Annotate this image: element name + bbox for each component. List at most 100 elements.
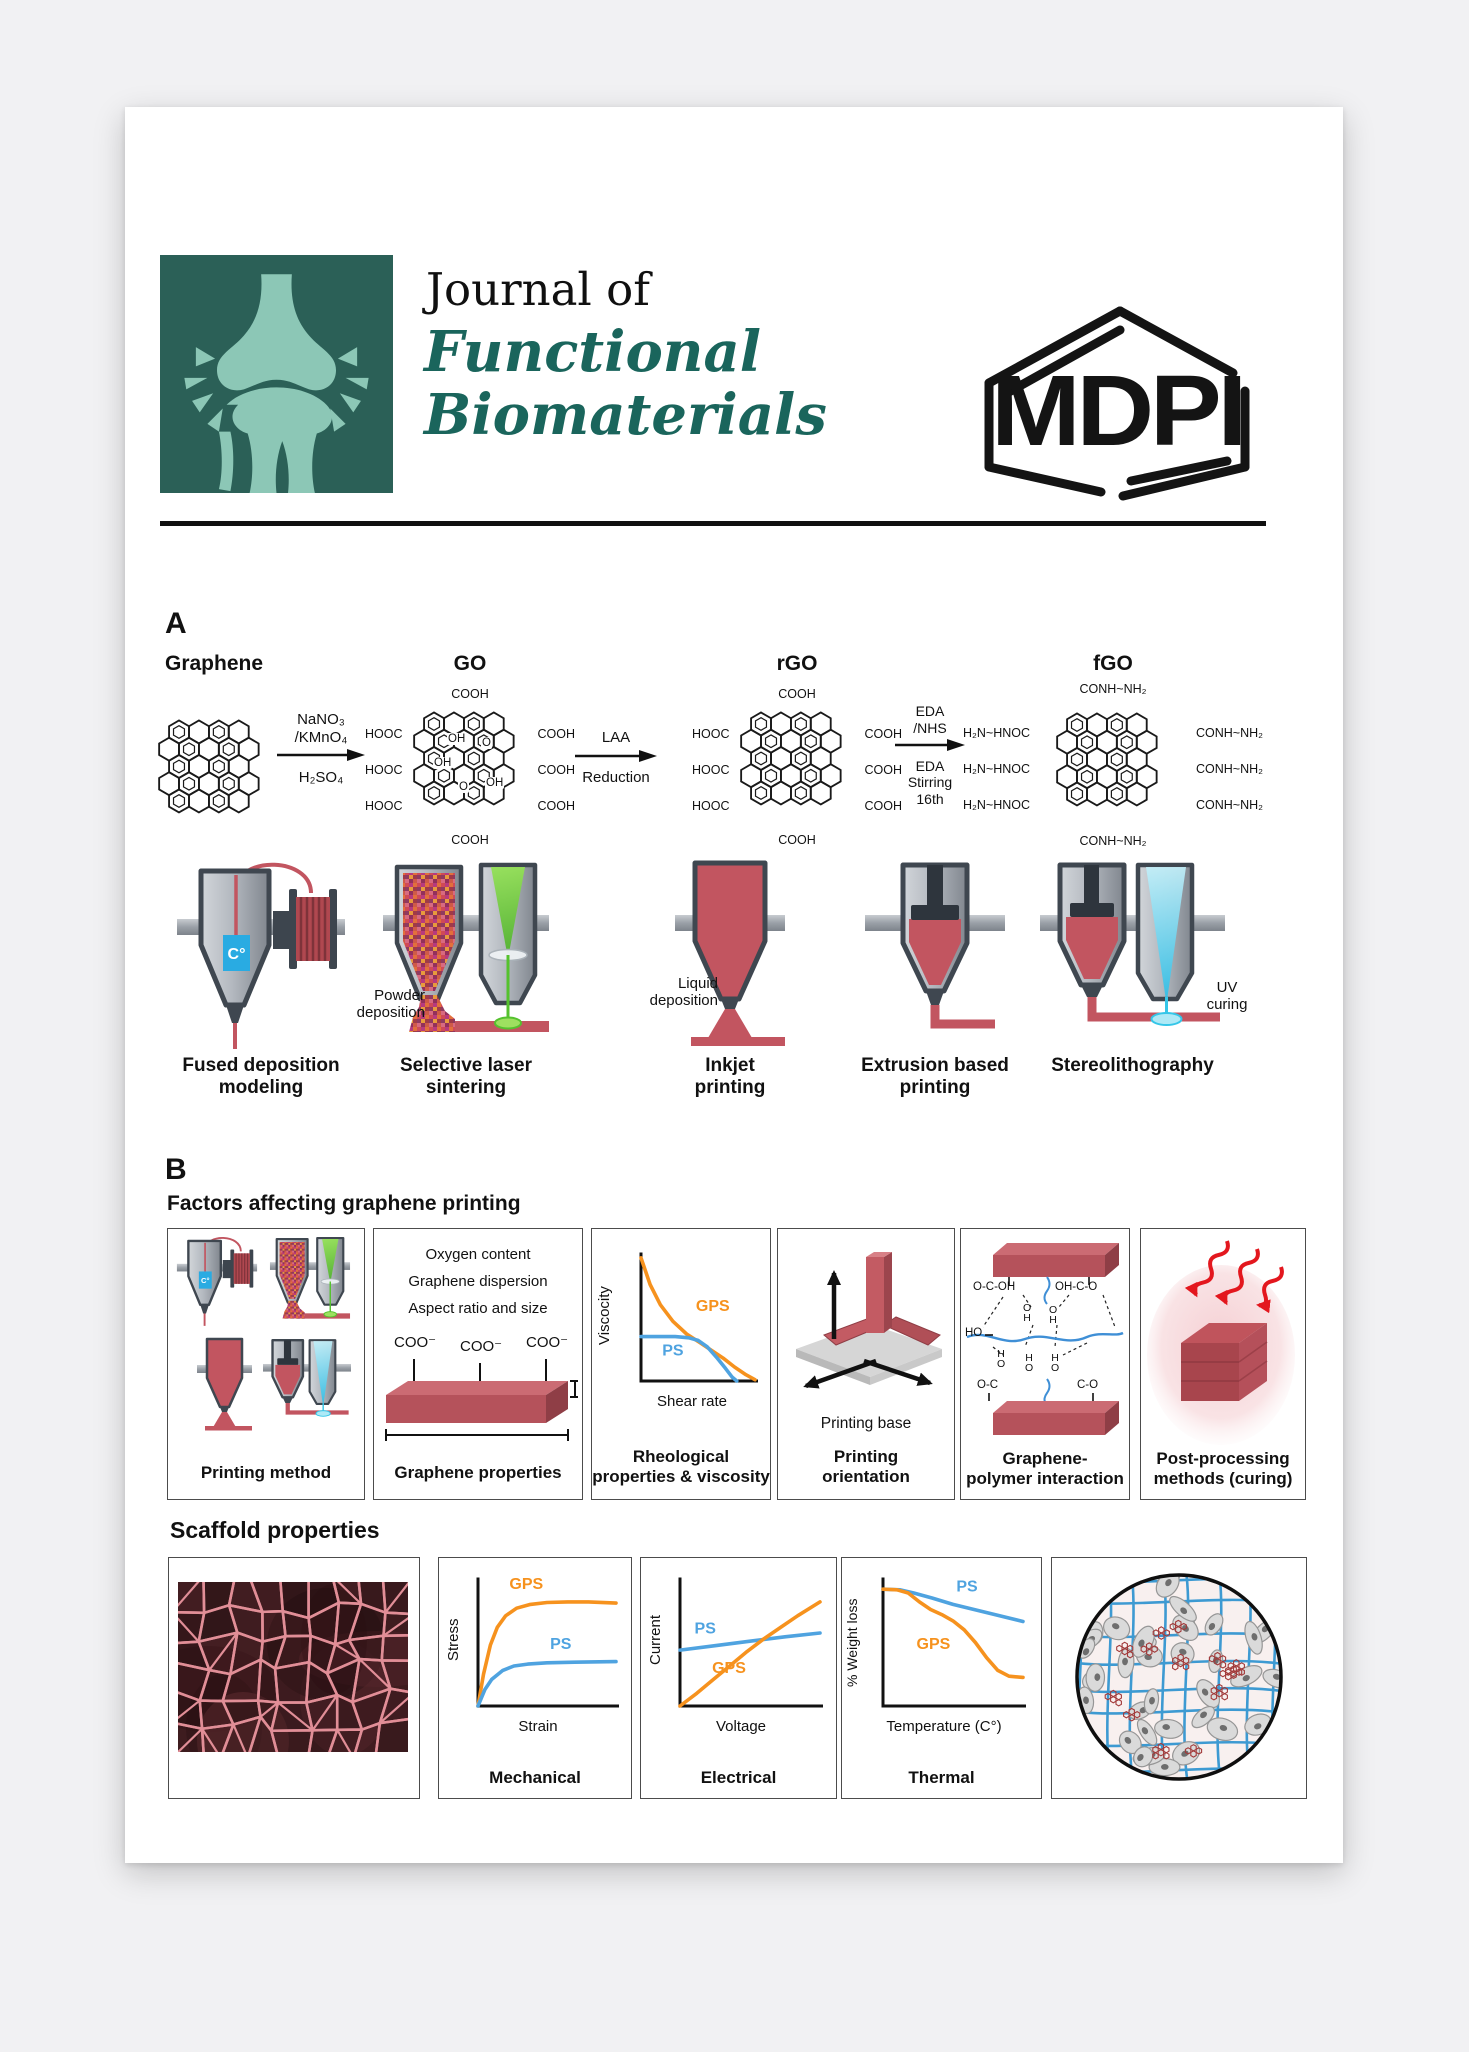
journal-logo	[160, 255, 393, 493]
functional-group: COOH	[537, 727, 576, 741]
reagent: NaNO₃	[297, 711, 345, 728]
functional-group: H₂N~HNOC	[963, 798, 1031, 812]
porous-scaffold-image	[178, 1582, 408, 1752]
functional-group: COOH	[451, 833, 489, 847]
functional-group: O	[481, 737, 492, 749]
functional-group: OH	[447, 733, 467, 745]
curing-diagram	[1147, 1240, 1295, 1445]
molecule-name-fgo: fGO	[1093, 652, 1133, 675]
molecule-rgo: COOH HOOC HOOC HOOC COOH COOH COOH COOH	[692, 687, 902, 859]
mdpi-wordmark: MDPI	[991, 355, 1243, 467]
functional-group: CONH~NH₂	[1079, 682, 1147, 696]
molecule-name-go: GO	[453, 652, 487, 675]
functional-group: HOOC	[365, 727, 403, 741]
functional-group: O	[458, 781, 469, 793]
functional-group: HOOC	[365, 799, 403, 813]
interaction-diagram	[966, 1243, 1124, 1435]
reagent: Stirring	[907, 774, 953, 791]
functional-group: OH	[485, 777, 505, 789]
chem-group: HO	[965, 1327, 983, 1339]
reagent: /KMnO₄	[294, 728, 348, 746]
thermal-chart: PS GPS	[881, 1577, 1026, 1708]
coo-group: COO⁻	[394, 1334, 437, 1351]
mechanical-ylabel: Stress	[445, 1618, 462, 1662]
functional-group: COOH	[451, 687, 489, 701]
reagent: 16th	[916, 790, 944, 807]
molecule-fgo: CONH~NH₂ H₂N~HNOC H₂N~HNOC H₂N~HNOC CONH…	[963, 682, 1263, 864]
functional-group: H₂N~HNOC	[963, 726, 1031, 740]
functional-group: COOH	[864, 799, 903, 813]
svg-text:PS: PS	[956, 1579, 978, 1596]
functional-group: COOH	[537, 799, 576, 813]
orientation-diagram	[796, 1252, 942, 1389]
functional-group: CONH~NH₂	[1079, 834, 1147, 848]
molecule-name-rgo: rGO	[776, 652, 818, 675]
molecule-name-graphene: Graphene	[164, 652, 264, 675]
thermal-ylabel: % Weight loss	[844, 1598, 860, 1688]
reagent: LAA	[601, 729, 631, 746]
arrow-right-icon	[895, 739, 965, 752]
journal-name-line1: Functional	[424, 319, 762, 385]
svg-text:GPS: GPS	[509, 1576, 543, 1593]
chem-group: C-O	[1077, 1379, 1099, 1391]
arrow-right-icon	[277, 749, 365, 762]
functional-group: OH	[433, 757, 453, 769]
panel-a-label: A	[165, 607, 187, 640]
functional-group: H₂N~HNOC	[963, 762, 1031, 776]
scaffold-box-cells	[1051, 1557, 1307, 1799]
panel-b-label: B	[165, 1153, 187, 1186]
svg-text:GPS: GPS	[712, 1660, 746, 1677]
factors-title: Factors affecting graphene printing	[167, 1192, 521, 1215]
factor-box-printing-method: Printing method	[167, 1228, 365, 1500]
graphene-lattice	[158, 719, 260, 814]
reaction-3: EDA /NHS EDA Stirring 16th	[893, 703, 967, 807]
electrical-ylabel: Current	[647, 1614, 664, 1666]
knee-joint-icon	[184, 274, 369, 493]
mini-printers-grid	[175, 1236, 351, 1432]
functional-group: COOH	[537, 763, 576, 777]
functional-group: CONH~NH₂	[1195, 762, 1263, 776]
functional-group: COOH	[778, 687, 816, 701]
fdm-printer-illustration	[173, 859, 349, 1051]
reagent: Reduction	[582, 769, 650, 787]
mdpi-logo: MDPI	[984, 306, 1250, 501]
svg-text:PS: PS	[695, 1621, 717, 1638]
coo-group: COO⁻	[460, 1338, 503, 1355]
fgo-lattice	[1056, 712, 1158, 807]
functional-group: CONH~NH₂	[1195, 798, 1263, 812]
rheology-ylabel: Viscocity	[596, 1286, 613, 1346]
journal-figure-page: Journal of Functional Biomaterials MDPI …	[125, 107, 1343, 1863]
chem-group: O-C	[977, 1379, 999, 1391]
factor-box-graphene-properties: Oxygen content Graphene dispersion Aspec…	[373, 1228, 583, 1500]
printer-label-sla: Stereolithography	[1051, 1055, 1214, 1076]
rgo-lattice	[740, 711, 842, 806]
graphene-property-list: Oxygen content Graphene dispersion Aspec…	[408, 1246, 548, 1317]
molecule-go: COOH HOOC HOOC HOOC COOH COOH COOH COOH …	[365, 687, 575, 859]
electrical-xlabel: Voltage	[715, 1718, 767, 1735]
functional-group: HOOC	[692, 727, 730, 741]
functional-group: HOOC	[692, 799, 730, 813]
journal-name-line2: Biomaterials	[424, 382, 827, 448]
extrusion-printer-illustration	[865, 859, 1005, 1051]
svg-text:PS: PS	[662, 1343, 684, 1360]
svg-text:GPS: GPS	[917, 1636, 951, 1653]
sls-printer-illustration	[381, 859, 551, 1051]
